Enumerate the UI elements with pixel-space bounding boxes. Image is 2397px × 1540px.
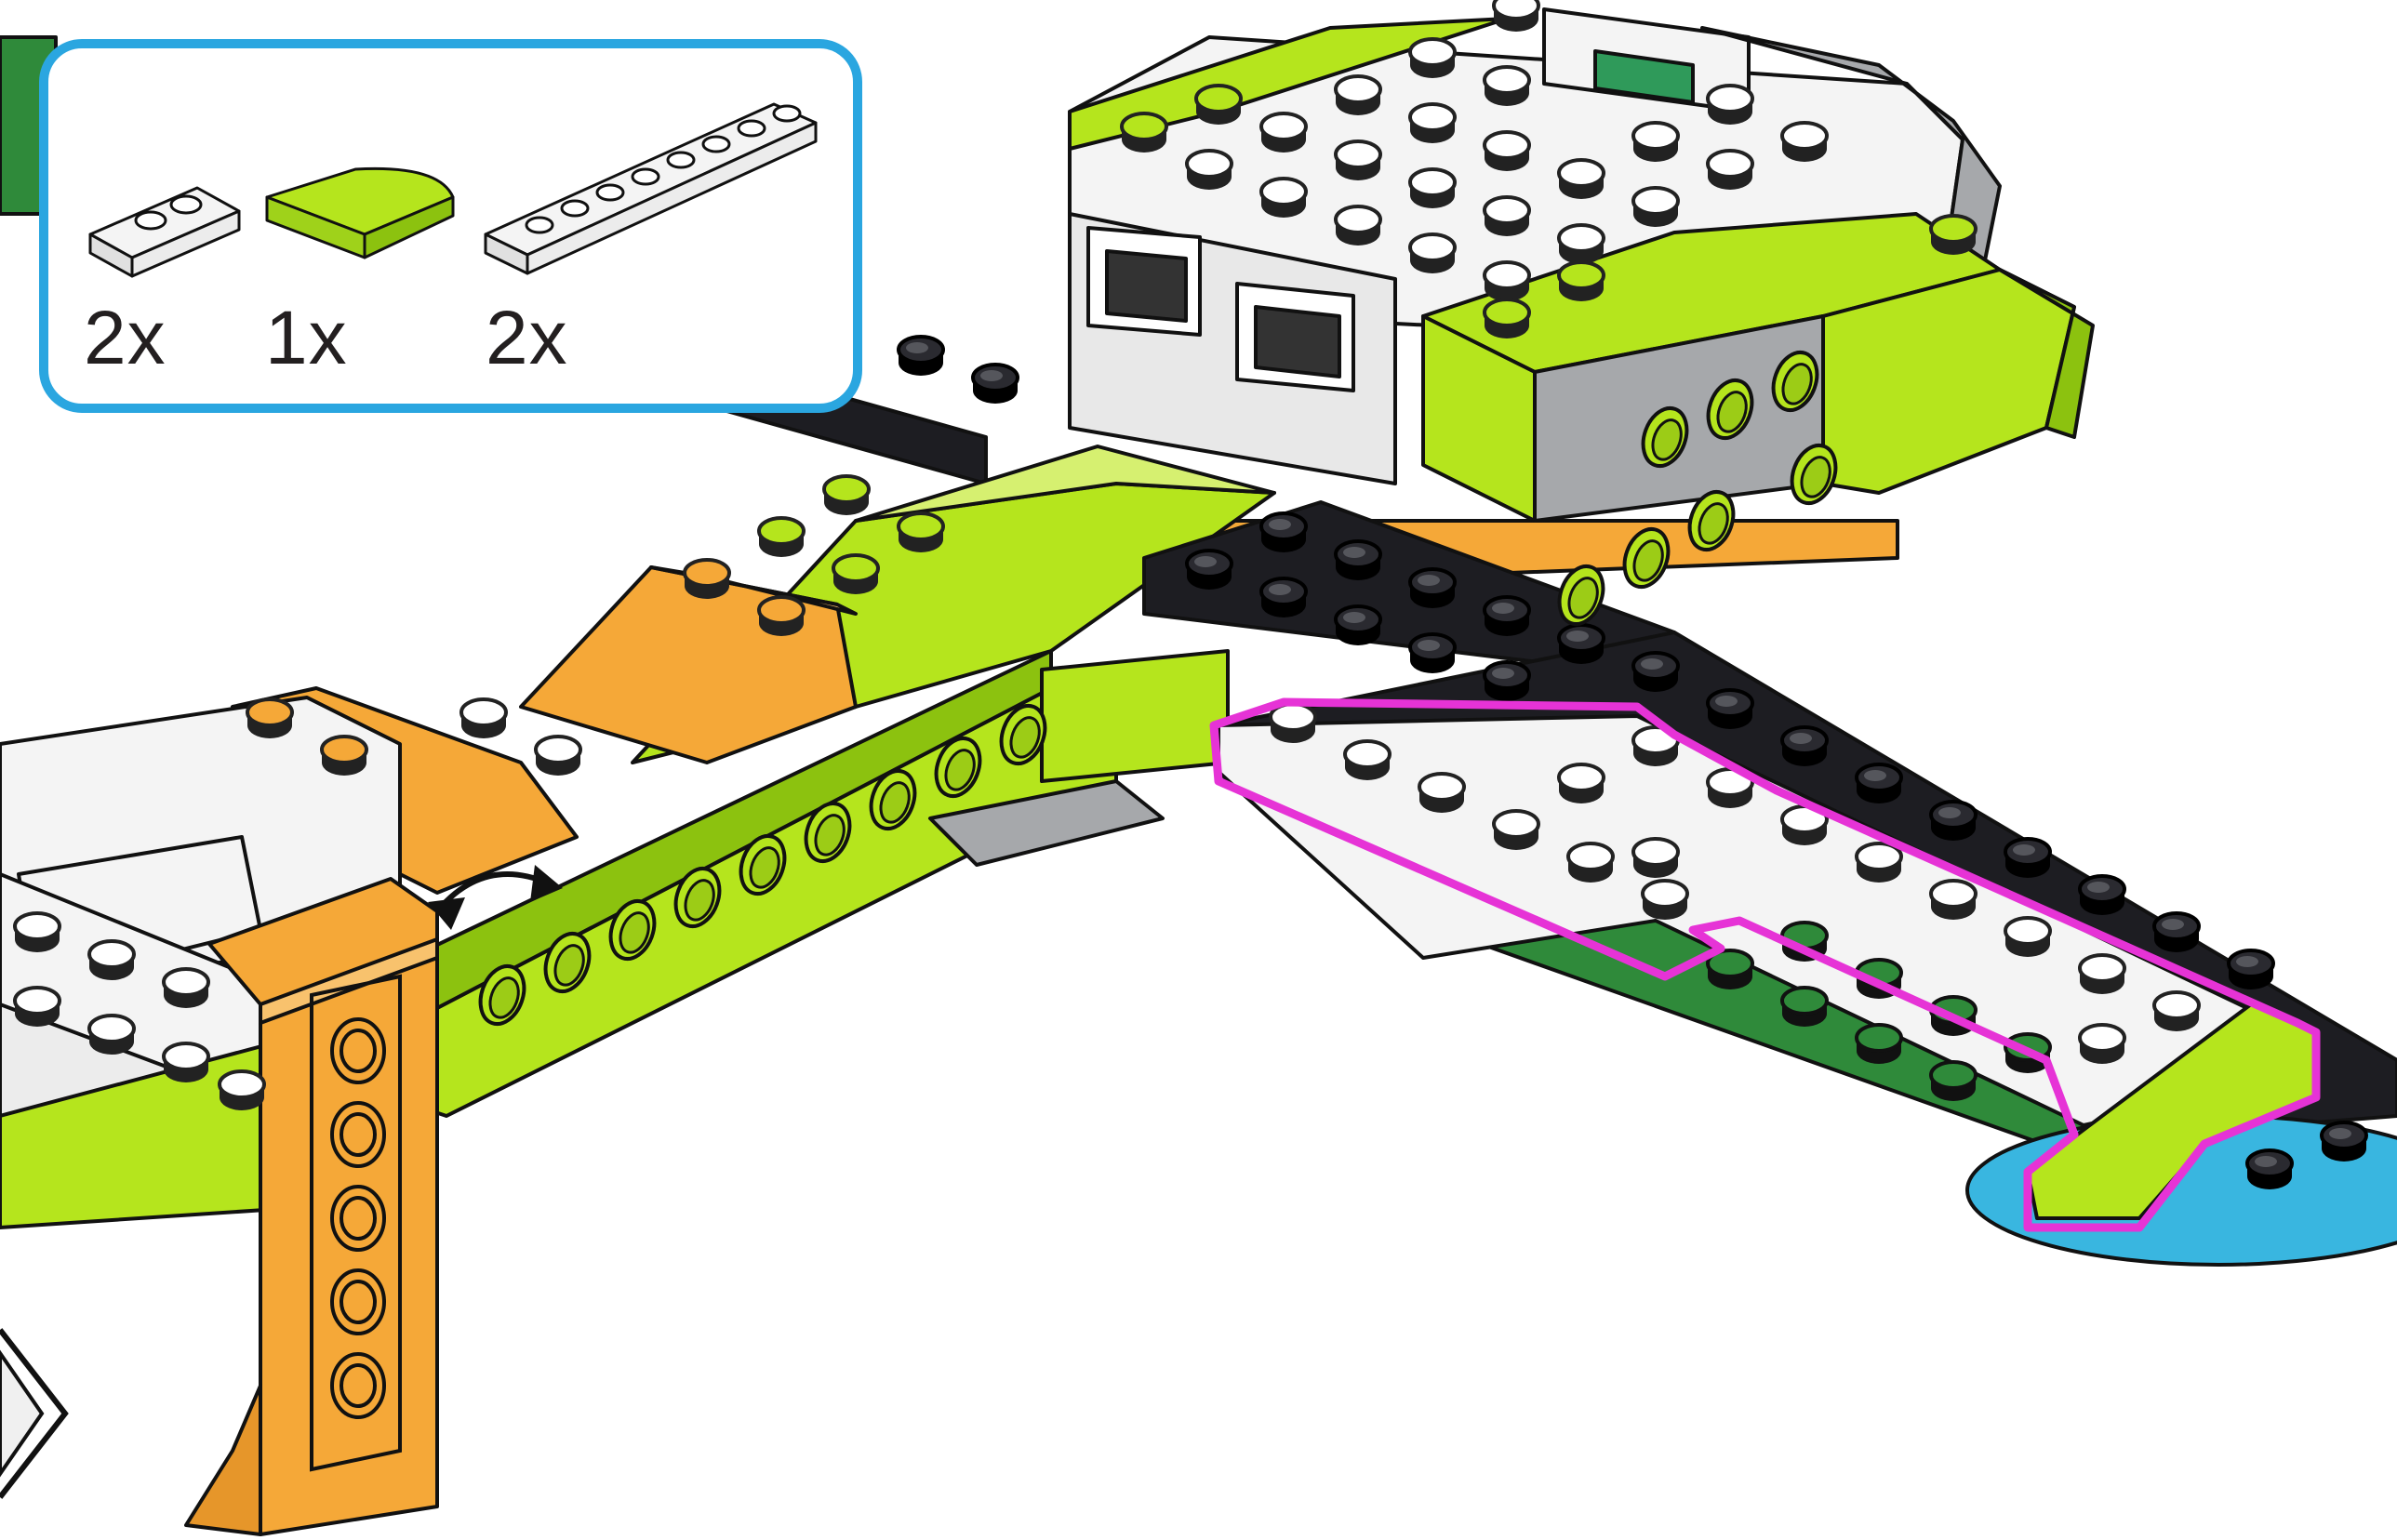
parts-callout: 2x 1x 2x bbox=[39, 39, 862, 413]
hub-port-right bbox=[1237, 284, 1353, 391]
curved-slope-icon bbox=[267, 168, 453, 258]
next-step-arrow-icon bbox=[0, 1330, 65, 1497]
quantity-label: 1x bbox=[265, 295, 348, 382]
hub-port-left bbox=[1088, 228, 1200, 335]
quantity-label: 2x bbox=[486, 295, 568, 382]
quantity-label: 2x bbox=[84, 295, 166, 382]
plate-1x8-icon bbox=[486, 104, 816, 273]
plate-1x2-icon bbox=[90, 188, 239, 276]
parts-callout-drawings bbox=[48, 48, 853, 404]
black-beam-studs-back bbox=[899, 337, 1018, 404]
